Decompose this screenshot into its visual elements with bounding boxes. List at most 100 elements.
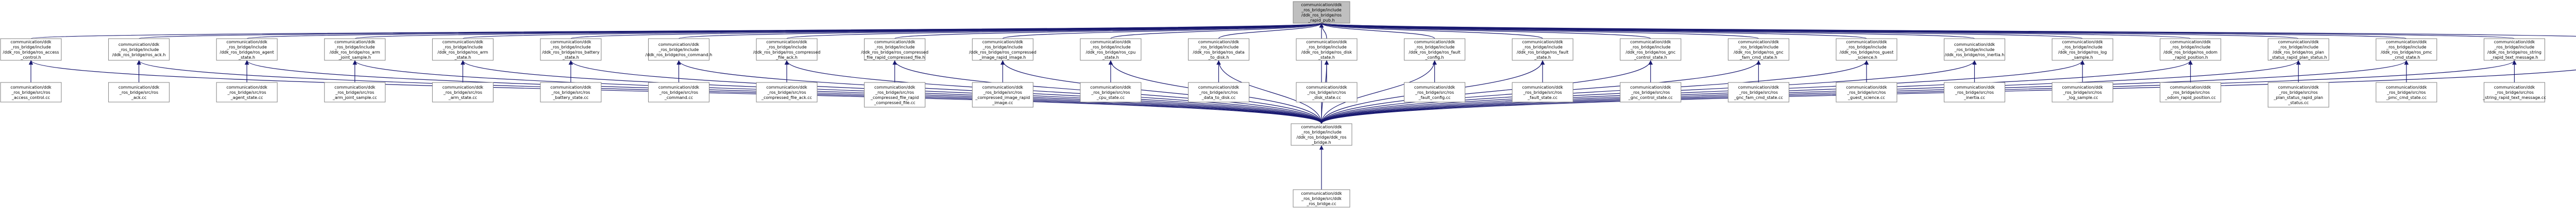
file-node-label-line: communication/ddk: [2386, 40, 2427, 44]
file-node-string_h[interactable]: communication/ddk_ros_bridge/include/ddk…: [2483, 38, 2545, 61]
file-node-label-line: communication/ddk: [1630, 85, 1671, 90]
file-node-label-line: _ros_bridge/include: [1306, 45, 1347, 49]
file-node-label-line: communication/ddk: [334, 40, 376, 44]
file-node-ack_cc[interactable]: communication/ddk_ros_bridge/src/ros_ack…: [108, 82, 170, 103]
file-node-log_cc[interactable]: communication/ddk_ros_bridge/src/ros_log…: [2052, 82, 2113, 103]
file-node-label-line: /ddk_ros_bridge/ros_arm: [437, 50, 488, 55]
file-node-command_h[interactable]: communication/ddk_ros_bridge/include/ddk…: [646, 38, 713, 61]
file-node-label-line: /ddk_ros_bridge/ros_disk: [1301, 50, 1352, 55]
file-node-root[interactable]: communication/ddk_ros_bridge/include/ddk…: [1293, 1, 1350, 24]
file-node-label-line: /ddk_ros_bridge/ros_string: [2487, 50, 2541, 55]
file-node-label-line: _battery_state.cc: [553, 95, 589, 100]
file-node-label-line: _rapid_position.h: [2173, 55, 2208, 60]
file-node-access_h[interactable]: communication/ddk_ros_bridge/include/ddk…: [0, 38, 62, 61]
file-node-label-line: communication/ddk: [550, 85, 591, 90]
file-node-label-line: _odom_rapid_position.cc: [2165, 95, 2216, 100]
file-node-label-line: communication/ddk: [1306, 40, 1347, 44]
file-node-label-line: communication/ddk: [1414, 85, 1455, 90]
file-node-plan_h[interactable]: communication/ddk_ros_bridge/include/ddk…: [2267, 38, 2329, 61]
file-node-faultstate_h[interactable]: communication/ddk_ros_bridge/include/ddk…: [1512, 38, 1573, 61]
file-node-label-line: /ddk_ros_bridge/ros_data: [1193, 50, 1244, 55]
file-node-compfile_cc[interactable]: communication/ddk_ros_bridge/src/ros_com…: [864, 82, 926, 108]
file-node-label-line: communication/ddk: [1630, 40, 1671, 44]
file-node-box: [2160, 38, 2222, 61]
edge-to-root: [1319, 23, 1543, 39]
file-node-faultconfig_cc[interactable]: communication/ddk_ros_bridge/src/ros_fau…: [1404, 82, 1466, 103]
file-node-label-line: _to_disk.h: [1208, 55, 1229, 60]
file-node-label-line: communication/ddk: [2170, 85, 2211, 90]
file-node-bridge_h[interactable]: communication/ddk_ros_bridge/include/ddk…: [1291, 123, 1352, 146]
file-node-label-line: _ros_bridge/src/ros: [659, 90, 698, 95]
file-node-label-line: communication/ddk: [226, 40, 267, 44]
file-node-gncfam_h[interactable]: communication/ddk_ros_bridge/include/ddk…: [1727, 38, 1789, 61]
file-node-battery_h[interactable]: communication/ddk_ros_bridge/include/ddk…: [540, 38, 602, 61]
file-node-label-line: communication/ddk: [443, 85, 484, 90]
file-node-label-line: communication/ddk: [334, 85, 376, 90]
file-node-compimage_h[interactable]: communication/ddk_ros_bridge/include/ddk…: [969, 38, 1037, 61]
file-node-compfileack_h[interactable]: communication/ddk_ros_bridge/include/ddk…: [753, 38, 821, 61]
file-node-compfile_h[interactable]: communication/ddk_ros_bridge/include/ddk…: [861, 38, 928, 61]
file-node-label-line: _ros_bridge/src/ros: [2063, 90, 2102, 95]
file-node-datatodisk_h[interactable]: communication/ddk_ros_bridge/include/ddk…: [1188, 38, 1249, 61]
file-node-log_h[interactable]: communication/ddk_ros_bridge/include/ddk…: [2052, 38, 2113, 61]
file-node-datatodisk_cc[interactable]: communication/ddk_ros_bridge/src/ros_dat…: [1188, 82, 1249, 103]
file-node-label-line: _ros_bridge/src/ros: [983, 90, 1022, 95]
file-node-label-line: communication/ddk: [1301, 3, 1342, 7]
file-node-disk_h[interactable]: communication/ddk_ros_bridge/include/ddk…: [1296, 38, 1358, 61]
file-node-faultconfig_h[interactable]: communication/ddk_ros_bridge/include/ddk…: [1404, 38, 1466, 61]
file-node-label-line: communication/ddk: [1090, 85, 1131, 90]
file-node-plan_cc[interactable]: communication/ddk_ros_bridge/src/ros_pla…: [2267, 82, 2329, 108]
file-node-label-line: _ros_bridge/src/ros: [767, 90, 806, 95]
file-node-guest_h[interactable]: communication/ddk_ros_bridge/include/ddk…: [1836, 38, 1897, 61]
file-node-agent_cc[interactable]: communication/ddk_ros_bridge/src/ros_age…: [216, 82, 278, 103]
file-node-gnccontrol_h[interactable]: communication/ddk_ros_bridge/include/ddk…: [1620, 38, 1682, 61]
file-node-inertia_cc[interactable]: communication/ddk_ros_bridge/src/ros_ine…: [1944, 82, 2005, 103]
file-node-ack_h[interactable]: communication/ddk_ros_bridge/include/ddk…: [108, 38, 170, 61]
file-node-compimage_cc[interactable]: communication/ddk_ros_bridge/src/ros_com…: [972, 82, 1033, 108]
file-node-label-line: _state.h: [238, 55, 255, 60]
file-node-armjoint_cc[interactable]: communication/ddk_ros_bridge/src/ros_arm…: [324, 82, 386, 103]
file-node-armjoint_h[interactable]: communication/ddk_ros_bridge/include/ddk…: [324, 38, 386, 61]
file-node-label-line: communication/ddk: [1198, 40, 1240, 44]
file-node-bridge_cc[interactable]: communication/ddk_ros_bridge/src/ddk_ros…: [1293, 189, 1350, 208]
file-node-box: [1293, 189, 1350, 208]
file-node-disk_cc[interactable]: communication/ddk_ros_bridge/src/ros_dis…: [1296, 82, 1358, 103]
file-node-compfileack_cc[interactable]: communication/ddk_ros_bridge/src/ros_com…: [756, 82, 818, 103]
edge-to-root: [1319, 23, 1759, 39]
file-node-label-line: communication/ddk: [1738, 40, 1780, 44]
file-node-label-line: communication/ddk: [1738, 85, 1780, 90]
file-node-box: [2052, 38, 2113, 61]
file-node-faultstate_cc[interactable]: communication/ddk_ros_bridge/src/ros_fau…: [1512, 82, 1573, 103]
file-node-label-line: _cmd_state.h: [2392, 55, 2420, 60]
file-node-inertia_h[interactable]: communication/ddk_ros_bridge/include/ddk…: [1944, 38, 2005, 61]
file-node-label-line: _ros_bridge/include: [2170, 45, 2211, 49]
file-node-odom_h[interactable]: communication/ddk_ros_bridge/include/ddk…: [2160, 38, 2222, 61]
file-node-label-line: /ddk_ros_bridge/ros_pmc: [2381, 50, 2432, 55]
file-node-command_cc[interactable]: communication/ddk_ros_bridge/src/ros_com…: [648, 82, 709, 103]
file-node-guest_cc[interactable]: communication/ddk_ros_bridge/src/ros_gue…: [1836, 82, 1897, 103]
file-node-label-line: /ddk_ros_bridge/ros_fault: [1517, 50, 1568, 55]
file-node-gncfam_cc[interactable]: communication/ddk_ros_bridge/src/ros_gnc…: [1727, 82, 1789, 103]
file-node-cpu_cc[interactable]: communication/ddk_ros_bridge/src/ros_cpu…: [1080, 82, 1142, 103]
file-node-odom_cc[interactable]: communication/ddk_ros_bridge/src/ros_odo…: [2160, 82, 2222, 103]
file-node-pmc_cc[interactable]: communication/ddk_ros_bridge/src/ros_pmc…: [2376, 82, 2437, 103]
file-node-label-line: _pmc_cmd_state.cc: [2386, 95, 2427, 100]
file-node-box: [2483, 38, 2545, 61]
file-node-label-line: _ros_bridge/src/ros: [551, 90, 590, 95]
nodes-layer: communication/ddk_ros_bridge/include/ddk…: [0, 1, 2546, 208]
file-node-box: [1620, 38, 1682, 61]
file-node-gnccontrol_cc[interactable]: communication/ddk_ros_bridge/src/ros_gnc…: [1620, 82, 1682, 103]
file-node-battery_cc[interactable]: communication/ddk_ros_bridge/src/ros_bat…: [540, 82, 602, 103]
file-node-pmc_h[interactable]: communication/ddk_ros_bridge/include/ddk…: [2376, 38, 2437, 61]
file-node-label-line: _state.h: [1534, 55, 1551, 60]
file-node-label-line: _state.h: [454, 55, 471, 60]
edge-to-header: [1001, 60, 1322, 124]
edge-to-root: [1319, 23, 2299, 39]
file-node-access_cc[interactable]: communication/ddk_ros_bridge/src/ros_acc…: [0, 82, 62, 103]
file-node-armstate_cc[interactable]: communication/ddk_ros_bridge/src/ros_arm…: [432, 82, 494, 103]
file-node-agent_h[interactable]: communication/ddk_ros_bridge/include/ddk…: [216, 38, 278, 61]
file-node-cpu_h[interactable]: communication/ddk_ros_bridge/include/ddk…: [1080, 38, 1142, 61]
edge-to-root: [1320, 23, 2515, 39]
file-node-armstate_h[interactable]: communication/ddk_ros_bridge/include/ddk…: [432, 38, 494, 61]
file-node-string_cc[interactable]: communication/ddk_ros_bridge/src/ros_str…: [2482, 82, 2546, 103]
